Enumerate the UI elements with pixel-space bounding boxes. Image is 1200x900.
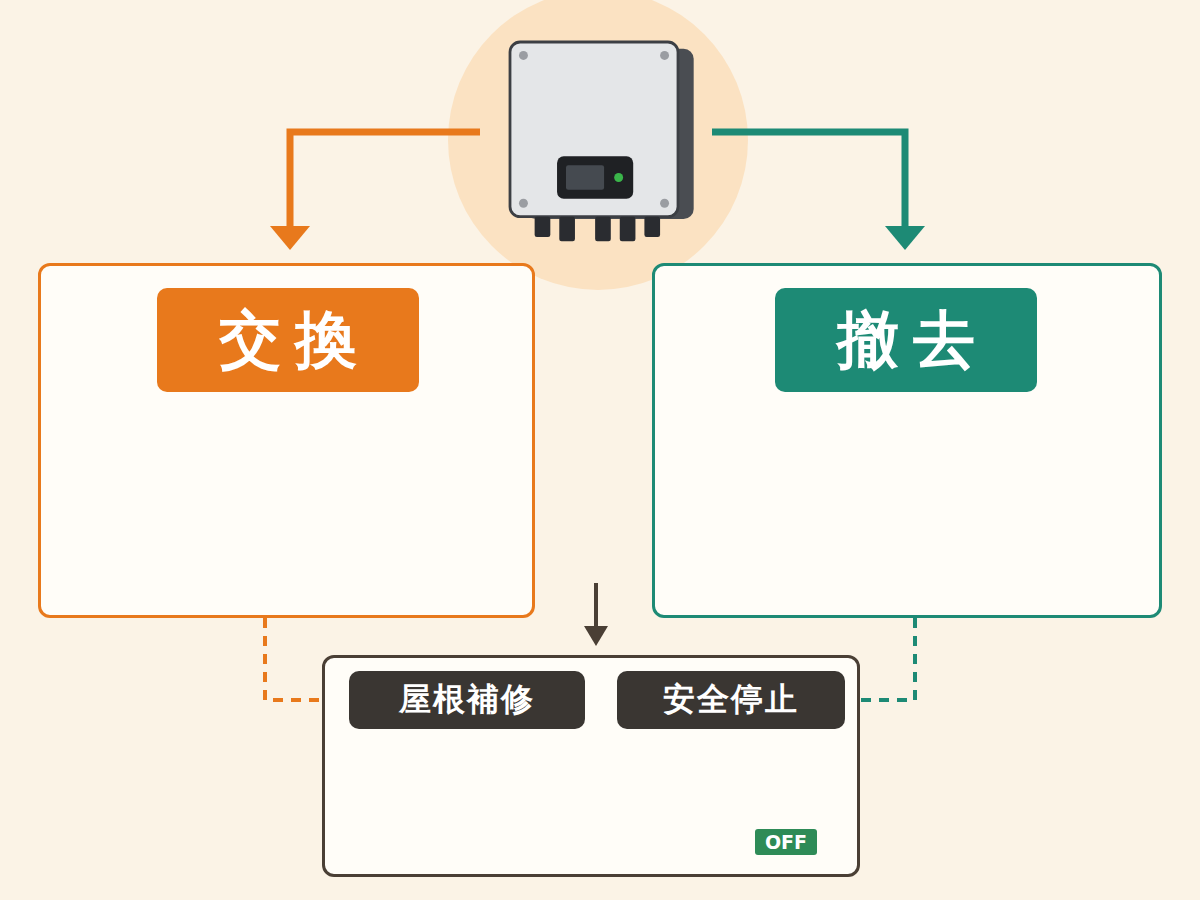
dashed-connector (265, 618, 322, 700)
dashed-connector (860, 618, 915, 700)
exchange-panel: 交換 (38, 263, 535, 618)
task-label: 安全停止 (617, 671, 845, 729)
switch-off-label: OFF (755, 829, 817, 855)
panel-heading: 交換 (157, 288, 419, 392)
removal-panel: 撤去 (652, 263, 1162, 618)
panel-heading: 撤去 (775, 288, 1037, 392)
task-label: 屋根補修 (349, 671, 585, 729)
